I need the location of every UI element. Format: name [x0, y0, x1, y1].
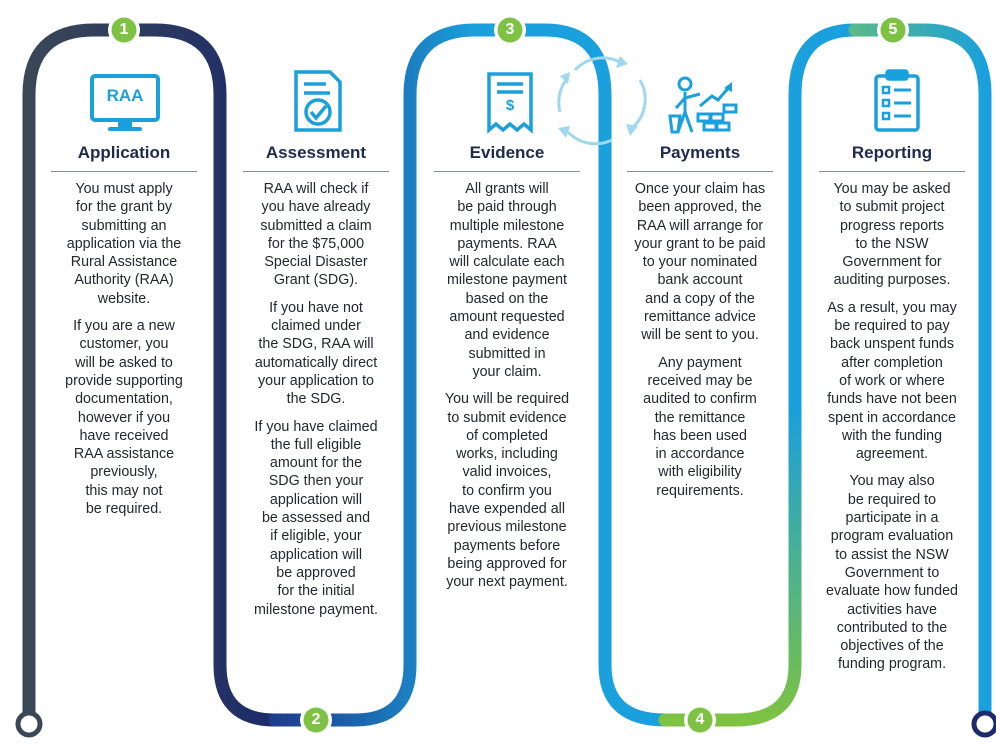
receipt-icon: [487, 72, 533, 134]
end-ring-marker: [971, 710, 996, 738]
checklist-document-icon: [294, 70, 342, 132]
step-1-badge: [108, 14, 140, 46]
step-card-application: Application You must apply for the grant…: [39, 140, 209, 527]
step-card-payments: Payments Once your claim has been approv…: [615, 140, 785, 509]
step-paragraph: If you are a new customer, you will be a…: [65, 318, 183, 518]
step-title-application: Application: [77, 143, 171, 162]
step-2-badge: [300, 704, 332, 736]
step-paragraph: If you have not claimed under the SDG, R…: [254, 299, 378, 408]
title-divider: [243, 171, 389, 172]
step-paragraph: RAA will check if you have already submi…: [260, 181, 372, 289]
step-card-evidence: Evidence All grants will be paid through…: [422, 140, 592, 601]
monitor-icon-label: RAA: [106, 86, 144, 105]
step-3-badge: [494, 14, 526, 46]
step-title-evidence: Evidence: [469, 143, 545, 162]
circular-arrows-icon: [557, 56, 647, 146]
step-paragraph: If you have claimed the full eligible am…: [254, 418, 378, 618]
step-paragraph: All grants will be paid through multiple…: [447, 181, 567, 380]
step-paragraph: As a result, you may be required to pay …: [827, 299, 957, 463]
clipboard-checklist-icon: [874, 69, 920, 132]
person-building-growth-icon: [668, 76, 738, 134]
flow-track-step-5: [848, 23, 992, 727]
step-number-2: 2: [311, 711, 321, 728]
title-divider: [51, 171, 197, 172]
start-ring-marker: [15, 710, 43, 738]
receipt-icon-label: $: [505, 97, 515, 114]
step-paragraph: You may be asked to submit project progr…: [833, 181, 951, 289]
step-card-reporting: Reporting You may be asked to submit pro…: [807, 140, 977, 683]
flow-track-step-2: [268, 23, 482, 727]
step-number-4: 4: [695, 711, 705, 728]
step-number-3: 3: [505, 21, 515, 38]
step-paragraph: You may also be required to participate …: [826, 473, 958, 673]
step-4-badge: [684, 704, 716, 736]
step-title-reporting: Reporting: [851, 143, 933, 162]
flow-track-step-3: [468, 23, 672, 727]
step-5-badge: [877, 14, 909, 46]
step-title-assessment: Assessment: [265, 143, 367, 162]
step-paragraph: You must apply for the grant by submitti…: [66, 181, 182, 307]
step-number-5: 5: [888, 21, 898, 38]
step-paragraph: Once your claim has been approved, the R…: [634, 181, 766, 344]
flow-track-step-1: [22, 23, 282, 727]
title-divider: [627, 171, 773, 172]
step-paragraph: You will be required to submit evidence …: [444, 391, 570, 591]
step-paragraph: Any payment received may be audited to c…: [643, 354, 757, 499]
step-card-assessment: Assessment RAA will check if you have al…: [231, 140, 401, 628]
flow-track-step-4: [658, 23, 862, 727]
computer-monitor-icon: [90, 74, 160, 131]
step-number-1: 1: [119, 21, 129, 38]
title-divider: [819, 171, 965, 172]
step-title-payments: Payments: [659, 143, 741, 162]
title-divider: [434, 171, 580, 172]
